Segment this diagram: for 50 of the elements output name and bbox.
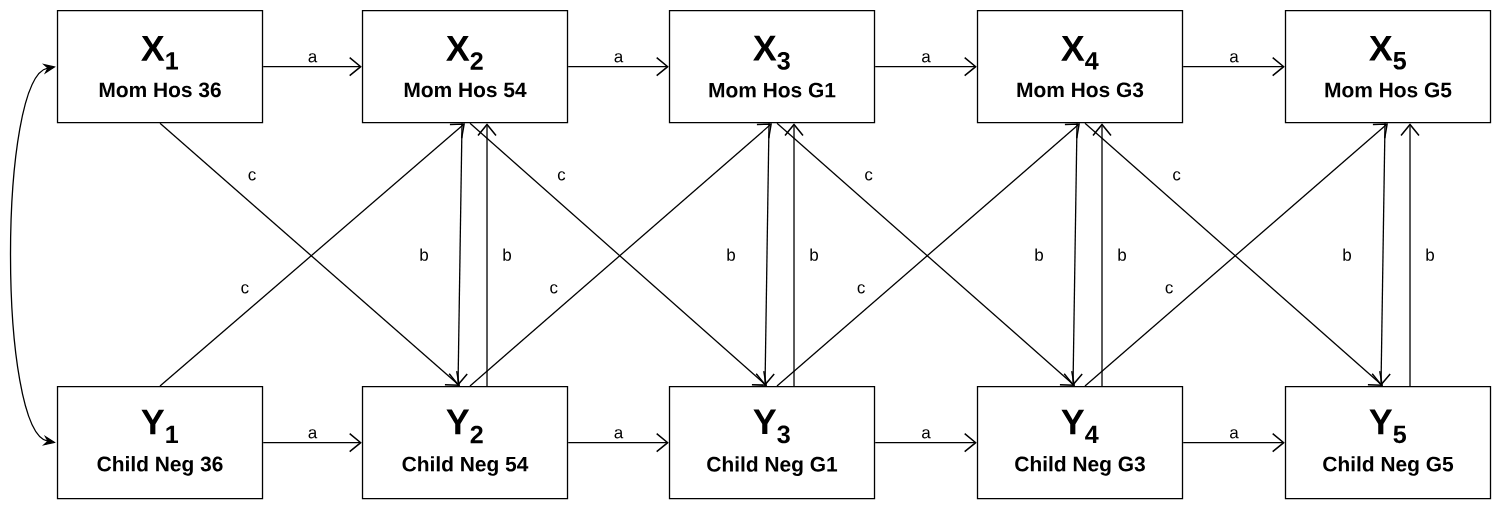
variable-box: Y$_{1}$ Child Neg 36 [56, 386, 264, 500]
edge-label: c [556, 170, 567, 182]
edge-label: c [863, 170, 874, 182]
variable-box: Y$_{3}$ Child Neg G1 [668, 386, 876, 500]
edge-label: a [612, 428, 625, 440]
variable-box: Y$_{4}$ Child Neg G3 [976, 386, 1184, 500]
arrow [567, 56, 669, 77]
edge-label: c [855, 283, 867, 295]
variable-box: Y$_{2}$ Child Neg 54 [361, 386, 569, 500]
arrow [755, 122, 775, 386]
edge-label: c [1163, 283, 1175, 295]
variable-box: X$_{3}$ Mom Hos G1 [668, 10, 876, 124]
arrow [567, 432, 669, 453]
edge-label: b [1424, 247, 1436, 262]
edge-label: b [1116, 247, 1128, 262]
edge-label: c [246, 170, 258, 182]
arrow [262, 432, 362, 453]
arrow [1063, 122, 1083, 386]
variable-box: X$_{1}$ Mom Hos 36 [56, 10, 264, 124]
variable-box: X$_{4}$ Mom Hos G3 [976, 10, 1184, 124]
edge-label: b [1033, 247, 1045, 262]
arrow [448, 122, 468, 386]
edge-label: b [808, 247, 820, 262]
edge-label: b [1341, 247, 1353, 262]
edge-label: c [239, 283, 251, 295]
arrow [1400, 123, 1420, 387]
variable-box: Y$_{5}$ Child Neg G5 [1284, 386, 1492, 500]
edge-label: a [612, 52, 625, 64]
edge-label: a [1228, 428, 1240, 440]
arrow [874, 432, 977, 453]
arrow [1182, 56, 1285, 77]
variable-box: X$_{2}$ Mom Hos 54 [361, 10, 569, 124]
edge-label: b [725, 247, 737, 262]
edge-label: c [1171, 170, 1182, 182]
edge-label: a [306, 428, 319, 440]
variable-box: X$_{5}$ Mom Hos G5 [1284, 10, 1492, 124]
edge-label: b [418, 247, 430, 262]
arrow [784, 123, 804, 387]
edge-label: b [501, 247, 513, 262]
edge-label: a [1228, 52, 1240, 64]
edge-label: a [306, 52, 319, 64]
arrow [874, 56, 977, 77]
edge-label: a [920, 428, 932, 440]
arrow [1182, 432, 1285, 453]
arrow [262, 56, 362, 77]
arrow [477, 123, 497, 387]
edge-label: a [920, 52, 932, 64]
arrow [1092, 123, 1112, 387]
edge-label: c [548, 283, 559, 295]
arrow [1371, 122, 1391, 386]
